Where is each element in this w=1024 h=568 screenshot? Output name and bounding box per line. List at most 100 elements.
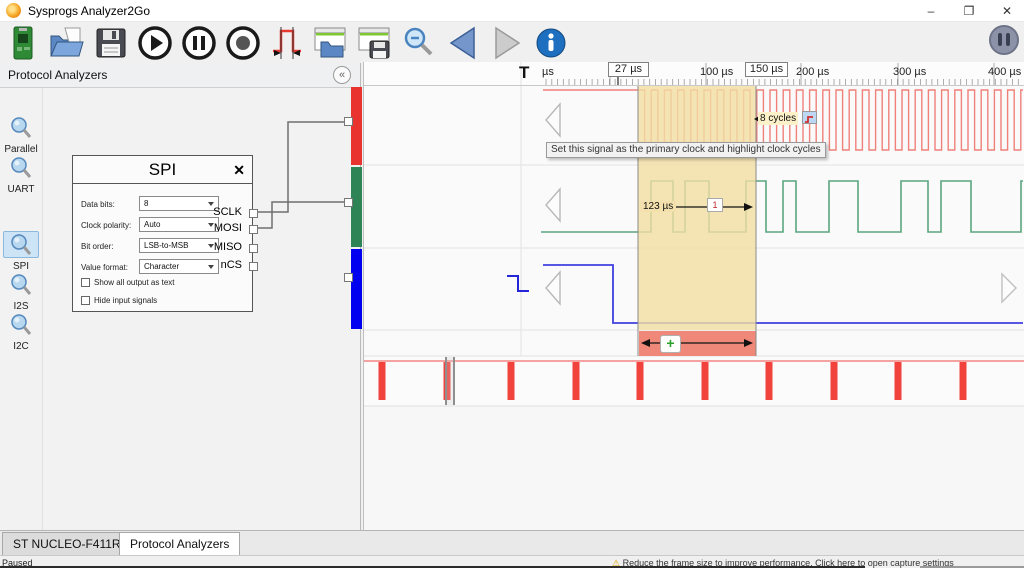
pin-connector[interactable] — [249, 209, 258, 218]
warning-text[interactable]: Reduce the frame size to improve perform… — [622, 558, 954, 568]
pin-sclk: SCLK — [213, 206, 242, 218]
checkbox-box — [81, 278, 90, 287]
magnifier-icon — [11, 117, 32, 138]
pin-miso: MISO — [213, 241, 242, 253]
checkbox-box — [81, 296, 90, 305]
navigate-back-button[interactable] — [444, 24, 481, 61]
tool-label: UART — [7, 184, 35, 195]
target-board-button[interactable] — [4, 24, 41, 61]
open-capture-button[interactable] — [48, 24, 85, 61]
warning-icon: ⚠ — [612, 558, 621, 568]
tool-uart[interactable]: UART — [0, 156, 42, 195]
play-icon — [137, 25, 172, 60]
tool-label: I2S — [13, 301, 29, 312]
hide-inputs-checkbox[interactable]: Hide input signals — [81, 295, 157, 306]
layout-save-icon — [358, 27, 389, 58]
waveform-panel: PC10 SPI1_SCK PC11 SPI2_MOSI Raw SPI PC1… — [363, 62, 1024, 530]
live-pause-button — [988, 24, 1020, 61]
channel-connector-pc11[interactable] — [344, 198, 353, 207]
status-progress-bar-right — [920, 566, 1024, 568]
save-icon — [96, 28, 125, 57]
add-note-button[interactable]: + — [660, 335, 681, 353]
ruler-tick-label: 300 µs — [893, 66, 927, 78]
measurement-value: 123 µs — [640, 201, 677, 212]
magnifier-icon — [11, 234, 32, 255]
field-label: Data bits: — [81, 200, 115, 209]
info-button[interactable] — [532, 24, 569, 61]
overview-scroll-handle[interactable] — [445, 357, 455, 405]
edge-capture-button[interactable] — [268, 24, 305, 61]
status-state: Paused — [2, 558, 33, 568]
back-arrow-icon — [449, 26, 475, 59]
zoom-out-button[interactable] — [400, 24, 437, 61]
open-layout-button[interactable] — [312, 24, 349, 61]
close-dialog-button[interactable]: ✕ — [233, 162, 245, 178]
status-progress-bar — [0, 566, 865, 568]
ruler-tick-label: 400 µs — [988, 66, 1022, 78]
save-capture-button[interactable] — [92, 24, 129, 61]
dropdown-value: LSB-to-MSB — [144, 241, 189, 250]
waveform-canvas[interactable] — [364, 62, 1024, 407]
channel-bar-pc10[interactable] — [351, 87, 362, 165]
status-warning[interactable]: ⚠ Reduce the frame size to improve perfo… — [612, 558, 954, 568]
pin-connector[interactable] — [249, 244, 258, 253]
navigate-forward-button[interactable] — [488, 24, 525, 61]
field-label: Value format: — [81, 263, 128, 272]
app-icon — [6, 3, 21, 18]
status-bar: Paused ⚠ Reduce the frame size to improv… — [0, 555, 1024, 568]
bit-order-dropdown[interactable]: LSB-to-MSB — [139, 238, 219, 253]
dropdown-value: Character — [144, 262, 180, 271]
tool-i2c[interactable]: I2C — [0, 313, 42, 352]
tool-label: Parallel — [4, 144, 38, 155]
restore-button[interactable]: ❐ — [963, 4, 975, 18]
record-button[interactable] — [224, 24, 261, 61]
tool-label: SPI — [12, 261, 30, 272]
pin-connector[interactable] — [249, 225, 258, 234]
ruler-unit: µs — [542, 66, 554, 78]
pin-connector[interactable] — [249, 262, 258, 271]
analyzer-tool-strip: Parallel UART SPI I2S I2C — [0, 88, 43, 530]
tab-protocol-analyzers[interactable]: Protocol Analyzers — [119, 532, 241, 556]
dropdown-value: Auto — [144, 220, 161, 229]
pause-button[interactable] — [180, 24, 217, 61]
field-label: Clock polarity: — [81, 221, 132, 230]
spi-analyzer-dialog: SPI ✕ Data bits: 8 Clock polarity: Auto … — [72, 155, 258, 312]
pin-ncs: nCS — [220, 259, 242, 271]
checkbox-label: Hide input signals — [94, 296, 158, 305]
open-folder-icon — [49, 27, 84, 56]
title-bar: Sysprogs Analyzer2Go – ❐ ✕ — [0, 0, 1024, 22]
data-bits-dropdown[interactable]: 8 — [139, 196, 219, 211]
minimize-button[interactable]: – — [927, 4, 935, 18]
tool-label: I2C — [13, 341, 29, 352]
tool-parallel[interactable]: Parallel — [0, 116, 42, 155]
cursor-time-label[interactable]: 27 µs — [608, 62, 649, 77]
run-button[interactable] — [136, 24, 173, 61]
target-board-icon — [13, 26, 32, 59]
tab-st-nucleo-f411re[interactable]: ST NUCLEO-F411RE — [2, 532, 140, 556]
tool-spi[interactable]: SPI — [0, 233, 42, 272]
tooltip: Set this signal as the primary clock and… — [546, 142, 826, 158]
dropdown-value: 8 — [144, 199, 149, 208]
field-label: Bit order: — [81, 242, 114, 251]
channel-bar-pc11[interactable] — [351, 167, 362, 247]
channel-bar-pc12[interactable] — [351, 249, 362, 329]
channel-connector-pc10[interactable] — [344, 117, 353, 126]
ruler-tick-label: 200 µs — [796, 66, 830, 78]
trigger-marker[interactable]: T — [519, 63, 530, 82]
clock-polarity-dropdown[interactable]: Auto — [139, 217, 219, 232]
info-icon — [536, 28, 565, 57]
close-button[interactable]: ✕ — [1001, 4, 1013, 18]
tool-i2s[interactable]: I2S — [0, 273, 42, 312]
value-format-dropdown[interactable]: Character — [139, 259, 219, 274]
measurement-index-badge[interactable]: 1 — [707, 198, 723, 212]
toolbar — [0, 22, 1024, 63]
collapse-panel-button[interactable]: « — [333, 66, 351, 84]
panel-header: Protocol Analyzers « — [0, 63, 360, 88]
pause-icon — [181, 25, 216, 60]
show-output-checkbox[interactable]: Show all output as text — [81, 277, 175, 288]
save-layout-button[interactable] — [356, 24, 393, 61]
pin-mosi: MOSI — [213, 222, 242, 234]
channel-connector-pc12[interactable] — [344, 273, 353, 282]
clock-edge-icon[interactable] — [802, 111, 817, 124]
